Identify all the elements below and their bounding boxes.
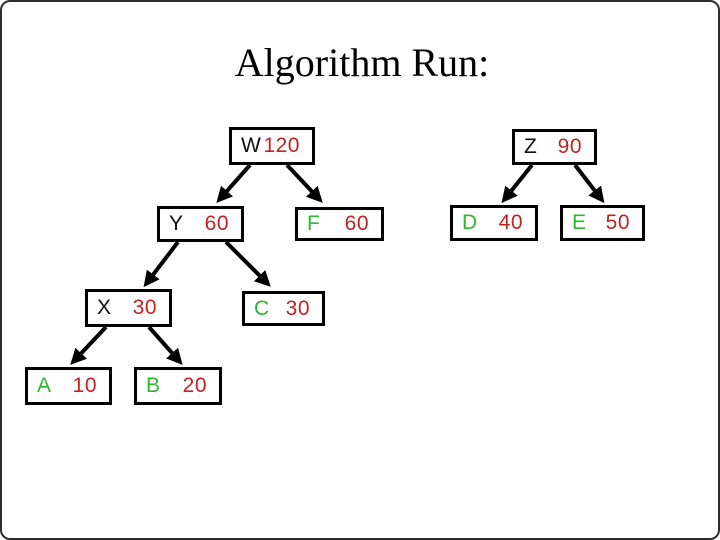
edge-y-c bbox=[224, 240, 271, 287]
tree-node-y: Y 60 bbox=[157, 206, 244, 242]
node-key: Y bbox=[169, 212, 184, 235]
node-key: A bbox=[37, 374, 52, 397]
tree-node-x: X 30 bbox=[85, 289, 172, 327]
edge-y-x bbox=[143, 240, 180, 288]
tree-node-d: D 40 bbox=[450, 205, 538, 241]
edge-x-a bbox=[70, 325, 108, 365]
edge-w-y bbox=[216, 163, 252, 203]
node-value: 40 bbox=[498, 211, 523, 234]
node-key: Z bbox=[524, 135, 538, 158]
node-value: 30 bbox=[132, 296, 157, 319]
edge-z-e bbox=[573, 163, 605, 204]
node-key: E bbox=[572, 211, 587, 234]
node-key: C bbox=[254, 296, 270, 320]
node-value: 10 bbox=[72, 374, 97, 397]
edge-z-d bbox=[501, 163, 534, 204]
node-value: 60 bbox=[344, 212, 369, 235]
tree-node-f: F 60 bbox=[295, 207, 384, 241]
node-value: 60 bbox=[204, 212, 229, 235]
tree-node-c: C 30 bbox=[242, 291, 325, 326]
node-value: 120 bbox=[263, 134, 300, 157]
node-key: D bbox=[462, 211, 478, 234]
node-value: 20 bbox=[182, 374, 207, 397]
tree-node-b: B 20 bbox=[134, 367, 222, 405]
tree-node-e: E 50 bbox=[560, 205, 645, 241]
edge-x-b bbox=[147, 325, 183, 365]
node-key: W bbox=[241, 134, 262, 157]
node-key: F bbox=[307, 212, 321, 235]
tree-node-z: Z 90 bbox=[512, 129, 597, 165]
node-key: X bbox=[97, 296, 112, 319]
node-value: 30 bbox=[285, 296, 310, 320]
node-value: 90 bbox=[557, 135, 582, 158]
edge-w-f bbox=[285, 163, 323, 203]
node-value: 50 bbox=[605, 211, 630, 234]
tree-node-a: A 10 bbox=[25, 367, 112, 405]
node-key: B bbox=[146, 374, 161, 397]
slide-title: Algorithm Run: bbox=[234, 40, 490, 85]
